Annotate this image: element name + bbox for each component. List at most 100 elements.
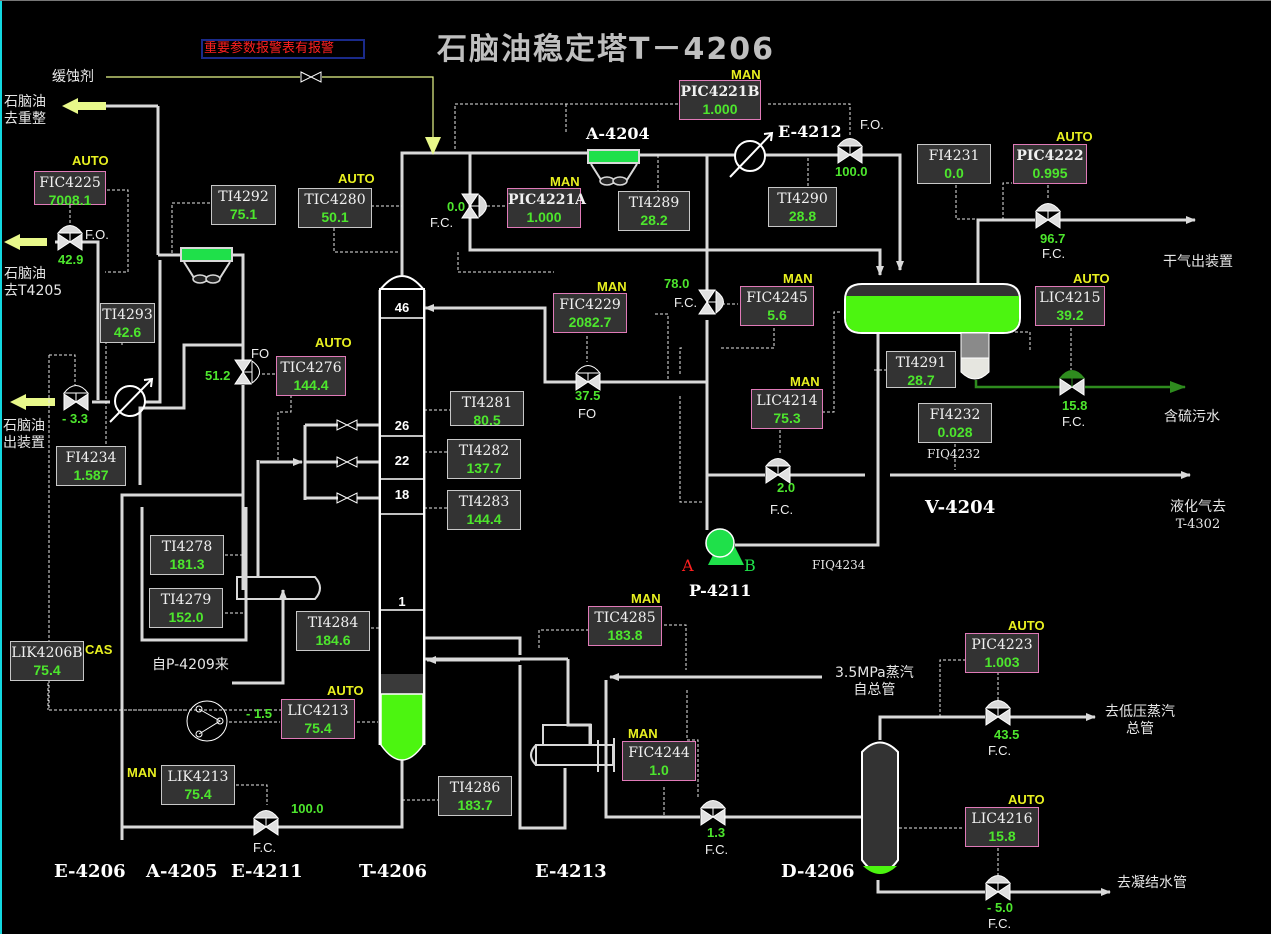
tic4276-valve[interactable] bbox=[234, 359, 260, 385]
mode-lik4213[interactable]: MAN bbox=[127, 765, 157, 780]
equip-label-a4205: A-4205 bbox=[146, 861, 218, 882]
pic4223-valve[interactable] bbox=[984, 700, 1012, 726]
e4212-exchanger bbox=[729, 131, 774, 178]
tray-18: 18 bbox=[394, 487, 410, 502]
mode-lic4214[interactable]: MAN bbox=[790, 374, 820, 389]
mode-tic4276[interactable]: AUTO bbox=[315, 335, 352, 350]
pic4221a-valve[interactable] bbox=[461, 193, 487, 219]
inhibitor-line bbox=[106, 76, 434, 140]
column-top-head bbox=[379, 275, 425, 291]
tray18-hand-valve[interactable] bbox=[336, 492, 358, 504]
mode-fic4229[interactable]: MAN bbox=[597, 279, 627, 294]
lik4213-valve-fail: F.C. bbox=[253, 840, 277, 855]
stream-label-inhibitor: 缓蚀剂 bbox=[52, 69, 94, 85]
reflux-to-column bbox=[424, 304, 547, 340]
mode-lic4213[interactable]: AUTO bbox=[327, 683, 364, 698]
bottoms-loop bbox=[120, 493, 243, 840]
lic4214-valve[interactable] bbox=[764, 458, 792, 484]
pump-b-label[interactable]: B bbox=[744, 556, 756, 575]
mode-fic4245[interactable]: MAN bbox=[783, 271, 813, 286]
d4206-top bbox=[878, 715, 985, 740]
pic4222-valve[interactable] bbox=[1034, 203, 1062, 229]
mode-tic4280[interactable]: AUTO bbox=[338, 171, 375, 186]
pic4221b-valve[interactable] bbox=[836, 138, 864, 164]
alarm-banner-button[interactable]: 重要参数报警表有报警 bbox=[201, 39, 365, 59]
mode-tic4285[interactable]: MAN bbox=[631, 591, 661, 606]
naphtha-out-valve[interactable] bbox=[62, 385, 90, 411]
mode-lic4215[interactable]: AUTO bbox=[1073, 271, 1110, 286]
tag-name: TI4292 bbox=[218, 189, 269, 205]
mode-pic4221a[interactable]: MAN bbox=[550, 174, 580, 189]
fic4244-valve-fail: F.C. bbox=[705, 842, 729, 857]
tray-22: 22 bbox=[394, 453, 410, 468]
mode-lic4216[interactable]: AUTO bbox=[1008, 792, 1045, 807]
tray26-hand-valve[interactable] bbox=[336, 419, 358, 431]
mode-pic4223[interactable]: AUTO bbox=[1008, 618, 1045, 633]
fic4244-valve[interactable] bbox=[699, 800, 727, 826]
reboiler-top bbox=[566, 659, 592, 745]
lik4213-valve[interactable] bbox=[252, 810, 280, 836]
tag-name: PIC4221A bbox=[508, 192, 587, 208]
equip-label-e4212: E-4212 bbox=[778, 122, 842, 141]
lic4216-valve[interactable] bbox=[984, 875, 1012, 901]
inhibitor-hand-valve[interactable] bbox=[300, 71, 322, 83]
mode-fic4225[interactable]: AUTO bbox=[72, 153, 109, 168]
stream-line: 石脑油 bbox=[4, 94, 46, 110]
lic4215-valve-output: 15.8 bbox=[1062, 398, 1088, 413]
pump-a-label[interactable]: A bbox=[682, 556, 694, 575]
d4206-vessel bbox=[861, 741, 899, 874]
fic4245-valve[interactable] bbox=[698, 289, 724, 315]
lic4216-valve-output: - 5.0 bbox=[987, 900, 1014, 915]
fic4229-valve-fail: FO bbox=[578, 406, 597, 421]
lic4215-valve[interactable] bbox=[1058, 370, 1086, 396]
tag-value: 28.7 bbox=[907, 372, 935, 388]
mode-pic4222[interactable]: AUTO bbox=[1056, 129, 1093, 144]
stream-label-t4205: 石脑油去T4205 bbox=[4, 266, 62, 300]
dry-gas-pipe bbox=[976, 218, 1035, 283]
tray22-hand-valve[interactable] bbox=[336, 456, 358, 468]
tray-46: 46 bbox=[394, 300, 410, 315]
fic4229-valve[interactable] bbox=[574, 365, 602, 391]
stream-line: 液化气去 bbox=[1170, 499, 1226, 515]
tag-name: LIK4213 bbox=[167, 769, 229, 785]
fic4225-valve[interactable] bbox=[56, 225, 84, 251]
mode-pic4221b[interactable]: MAN bbox=[731, 67, 761, 82]
mode-fic4244[interactable]: MAN bbox=[628, 726, 658, 741]
mode-lik4206b[interactable]: CAS bbox=[85, 642, 113, 657]
page-title: 石脑油稳定塔T－4206 bbox=[437, 32, 775, 67]
tray-1: 1 bbox=[398, 594, 406, 609]
